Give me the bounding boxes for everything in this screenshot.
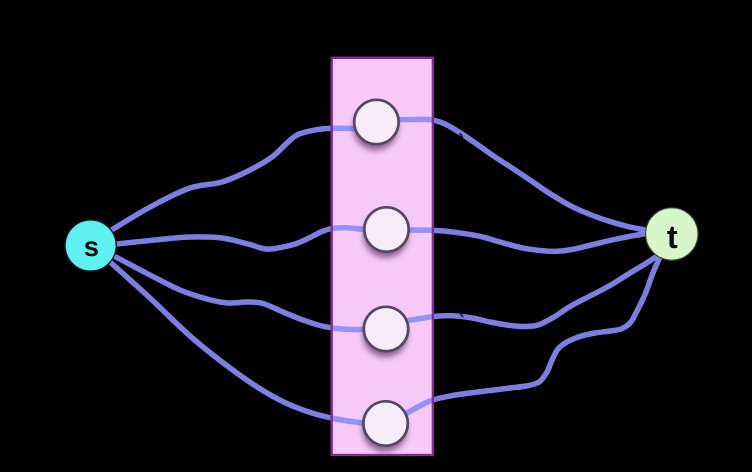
svg-text:s: s: [84, 231, 99, 262]
svg-text:t: t: [667, 219, 678, 255]
